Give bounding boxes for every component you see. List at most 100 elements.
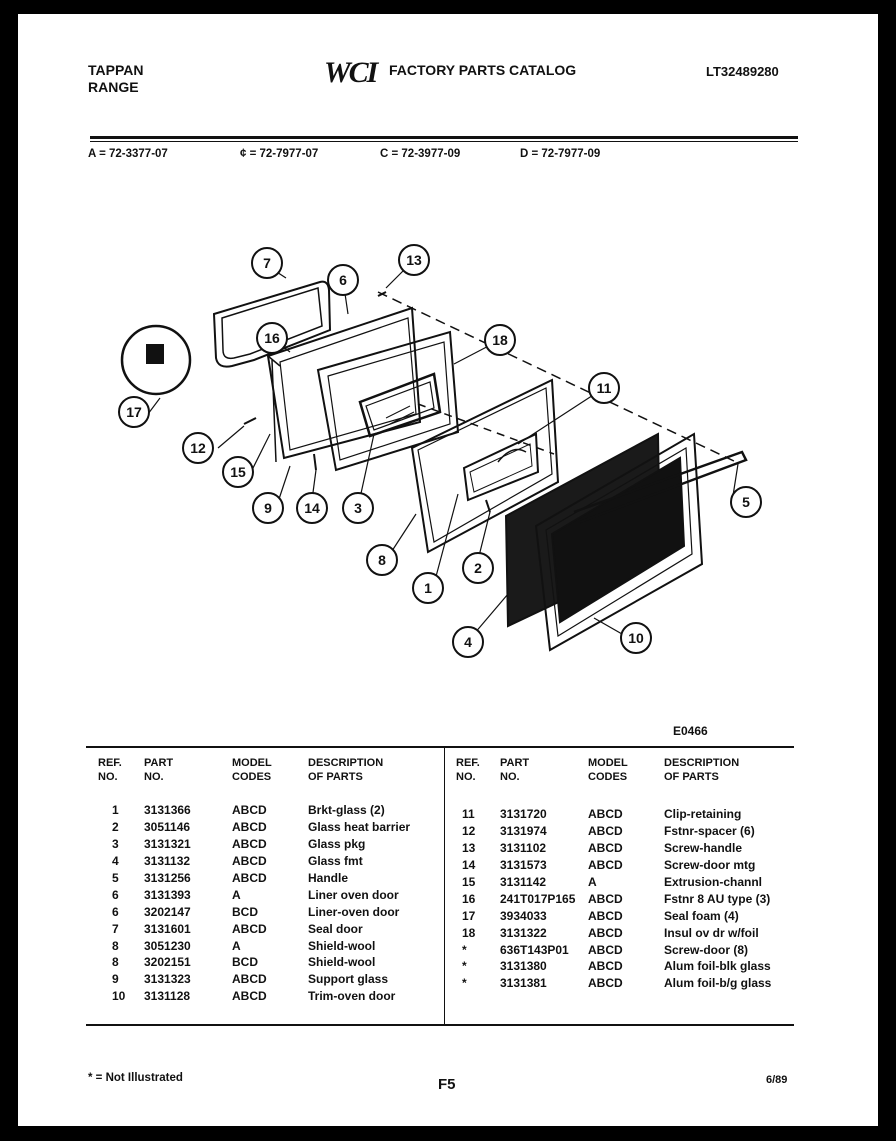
ref-cell: 4	[112, 854, 119, 869]
description-cell: Clip-retaining	[664, 807, 742, 822]
callout-label: 17	[126, 404, 142, 420]
callout-12: 12	[182, 432, 214, 464]
callout-label: 5	[742, 494, 750, 510]
part-no-cell: 3202151	[144, 955, 191, 970]
ref-cell: 12	[462, 824, 476, 839]
callout-label: 12	[190, 440, 206, 456]
description-cell: Handle	[308, 871, 349, 885]
callout-label: 16	[264, 330, 280, 346]
description-cell: Brkt-glass (2)	[308, 803, 385, 818]
description-cell: Screw-handle	[664, 841, 743, 856]
model-code-cell: ABCD	[588, 942, 623, 957]
part-no-cell: 3131102	[500, 841, 547, 856]
model-code-cell: ABCD	[232, 820, 267, 835]
brand-block: TAPPAN RANGE	[88, 62, 143, 96]
header-rule	[90, 136, 798, 139]
table-row: * 3131380 ABCD Alum foil-blk glass	[456, 958, 814, 975]
model-d: D = 72-7977-09	[520, 148, 601, 160]
description-cell: Glass fmt	[308, 854, 363, 869]
callout-13: 13	[398, 244, 430, 276]
callout-label: 14	[304, 500, 320, 516]
description-cell: Trim-oven door	[308, 989, 396, 1004]
description-cell: Insul ov dr w/foil	[664, 925, 759, 940]
model-code-cell: ABCD	[232, 921, 267, 936]
part-no-cell: 3202147	[144, 904, 191, 919]
model-code-cell: ABCD	[588, 908, 623, 923]
description-cell: Seal foam (4)	[664, 908, 739, 923]
brand-line-1: TAPPAN	[88, 62, 144, 78]
callout-17: 17	[118, 396, 150, 428]
model-b: ¢ = 72-7977-07	[240, 148, 319, 160]
callout-11: 11	[588, 372, 620, 404]
part-no-cell: 241T017P165	[500, 891, 576, 906]
part-no-cell: 3131366	[144, 803, 191, 818]
callout-label: 9	[264, 500, 272, 516]
catalog-page: TAPPAN RANGE WCI FACTORY PARTS CATALOG L…	[18, 14, 878, 1126]
model-code-cell: A	[232, 887, 241, 902]
model-code-cell: ABCD	[588, 959, 623, 974]
model-code-cell: ABCD	[232, 989, 267, 1004]
description-cell: Extrusion-channl	[664, 875, 763, 889]
callout-18: 18	[484, 324, 516, 356]
model-code-cell: ABCD	[588, 807, 623, 822]
ref-cell: 8	[112, 938, 119, 953]
ref-cell: *	[462, 959, 467, 974]
callout-9: 9	[252, 492, 284, 524]
catalog-title: FACTORY PARTS CATALOG	[389, 62, 577, 78]
callout-8: 8	[366, 544, 398, 576]
callout-label: 6	[339, 272, 347, 288]
callout-3: 3	[342, 492, 374, 524]
description-cell: Seal door	[308, 921, 363, 936]
model-a: A = 72-3377-07	[88, 148, 168, 160]
description-cell: Screw-door (8)	[664, 942, 749, 957]
model-code-cell: BCD	[232, 904, 258, 919]
ref-cell: 15	[462, 875, 476, 889]
part-no-cell: 3131142	[500, 875, 547, 889]
table-bottom-rule	[86, 1024, 794, 1026]
model-code-cell: ABCD	[588, 976, 623, 991]
description-cell: Liner-oven door	[308, 904, 400, 919]
header-rule-thin	[90, 141, 798, 142]
table-divider	[444, 748, 445, 1024]
part-no-cell: 3131380	[500, 959, 547, 974]
callout-label: 2	[474, 560, 482, 576]
part-no-cell: 3131128	[144, 989, 191, 1004]
ref-cell: 13	[462, 841, 476, 856]
catalog-number: LT32489280	[706, 64, 779, 79]
callout-2: 2	[462, 552, 494, 584]
description-cell: Fstnr-spacer (6)	[664, 824, 755, 839]
callout-16: 16	[256, 322, 288, 354]
callout-7: 7	[251, 247, 283, 279]
model-code-cell: ABCD	[588, 858, 623, 873]
part-no-cell: 3051146	[144, 820, 191, 835]
callout-4: 4	[452, 626, 484, 658]
description-cell: Screw-door mtg	[664, 858, 756, 873]
model-c: C = 72-3977-09	[380, 148, 461, 160]
part-no-cell: 3131974	[500, 824, 547, 839]
ref-cell: 6	[112, 904, 119, 919]
description-cell: Alum foil-b/g glass	[664, 976, 772, 991]
not-illustrated-note: * = Not Illustrated	[88, 1072, 183, 1084]
callout-label: 18	[492, 332, 508, 348]
callout-label: 1	[424, 580, 432, 596]
callout-15: 15	[222, 456, 254, 488]
description-cell: Alum foil-blk glass	[664, 959, 771, 974]
part-no-cell: 3131322	[500, 925, 547, 940]
description-cell: Support glass	[308, 972, 389, 987]
part-no-cell: 3131256	[144, 871, 191, 885]
model-code-cell: BCD	[232, 955, 258, 970]
part-no-cell: 636T143P01	[500, 942, 569, 957]
